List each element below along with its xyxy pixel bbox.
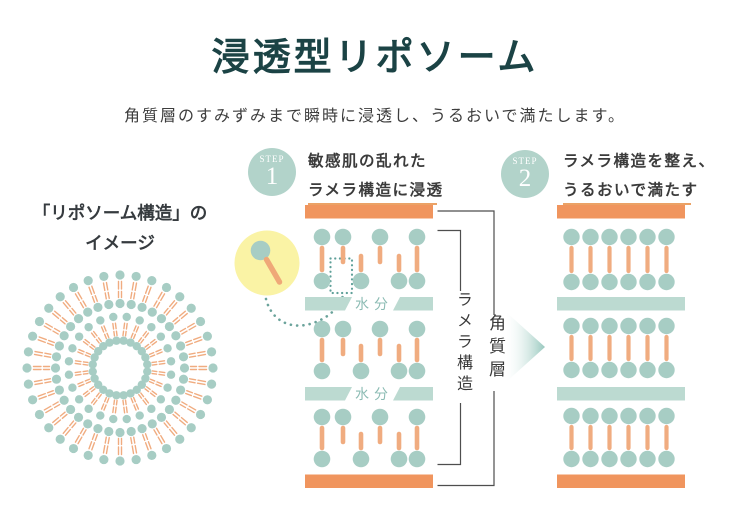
transition-arrow-icon <box>506 312 545 382</box>
lamella-bracket <box>437 229 462 466</box>
water-bar-segment <box>305 297 352 311</box>
step1-line2: ラメラ構造に浸透 <box>308 181 444 199</box>
panel-step1-disordered-lamella: 水分 水分 <box>305 205 433 488</box>
corneum-bar-bottom <box>305 474 433 488</box>
liposome-label-line2: イメージ <box>85 233 155 253</box>
corneum-bar-top <box>557 205 685 219</box>
stratum-bracket <box>437 210 495 487</box>
water-label-2: 水分 <box>355 386 393 402</box>
stratum-corneum-label: 角質層 <box>486 314 505 383</box>
ordered-lipid-molecules <box>563 228 675 468</box>
step2-underline <box>563 203 691 205</box>
page-subtitle: 角質層のすみずみまで瞬時に浸透し、うるおいで満たします。 <box>124 108 626 125</box>
magnified-lipid-tail <box>263 256 283 285</box>
step2-line2: うるおいで満たす <box>563 181 699 199</box>
step2-badge-word: STEP <box>512 156 538 166</box>
step1-badge-word: STEP <box>259 154 285 164</box>
step1-line1: 敏感肌の乱れた <box>308 153 428 170</box>
water-label-1: 水分 <box>355 296 393 312</box>
water-bar-full <box>557 387 685 401</box>
panel-step2-ordered-lamella <box>557 205 685 488</box>
water-bar-segment <box>393 387 433 401</box>
water-bar-segment <box>305 387 352 401</box>
step1-underline <box>308 203 437 205</box>
magnifier-highlight <box>234 230 300 296</box>
step2-description: ラメラ構造を整え、 うるおいで満たす <box>563 148 716 205</box>
page-title: 浸透型リポソーム <box>211 37 539 80</box>
step1-badge: STEP 1 <box>248 148 296 196</box>
liposome-label-line1: 「リポソーム構造」の <box>32 203 208 223</box>
corneum-bar-top <box>305 205 433 219</box>
liposome-structure-diagram <box>22 270 218 466</box>
step2-line1: ラメラ構造を整え、 <box>563 153 716 170</box>
magnified-lipid-head <box>250 240 271 261</box>
lamella-structure-label: ラメラ構造 <box>454 291 471 396</box>
step1-badge-number: 1 <box>265 163 279 190</box>
dotted-connector-line <box>264 292 345 327</box>
dotted-highlight-box <box>329 257 354 295</box>
step2-badge-number: 2 <box>518 165 532 192</box>
step2-badge: STEP 2 <box>501 150 549 198</box>
step1-description: 敏感肌の乱れた ラメラ構造に浸透 <box>308 148 444 205</box>
disordered-lipid-molecules <box>313 228 426 468</box>
corneum-bar-bottom <box>557 474 685 488</box>
water-bar-full <box>557 297 685 311</box>
water-bar-segment <box>393 297 433 311</box>
liposome-structure-label: 「リポソーム構造」の イメージ <box>10 198 230 258</box>
